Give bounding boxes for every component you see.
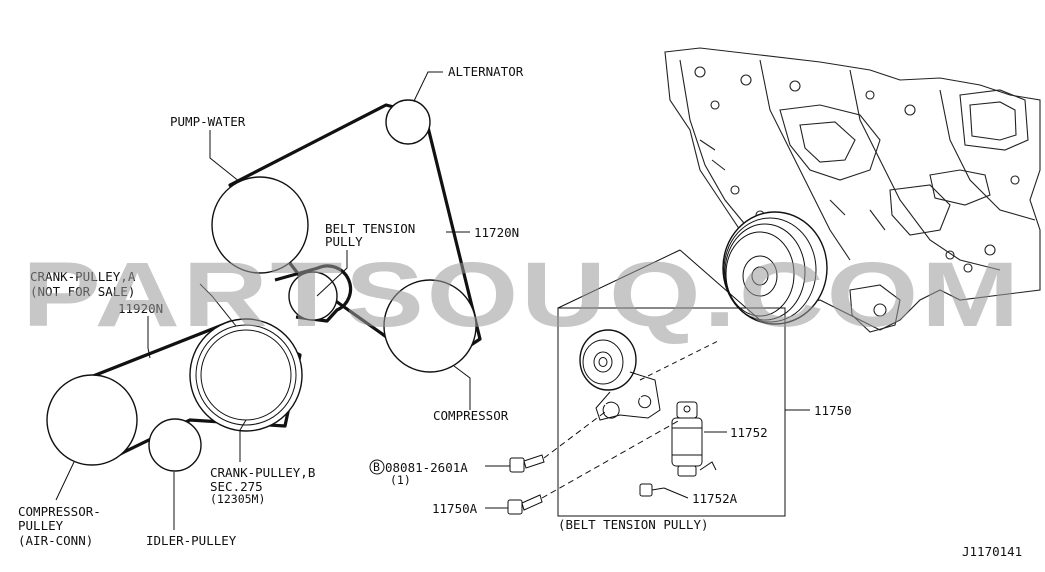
- bolt-11752a: [639, 483, 689, 499]
- label-11750: 11750: [814, 403, 852, 418]
- leader-lines: [55, 71, 471, 530]
- belt-tension-pulley: [288, 271, 338, 321]
- label-air-conn: (AIR-CONN): [18, 533, 93, 548]
- compressor-ac-pulley: [46, 374, 138, 466]
- label-11752: 11752: [730, 425, 768, 440]
- crank-pulley-assembly: [189, 318, 303, 432]
- label-compressor-pulley: COMPRESSOR-: [18, 504, 101, 519]
- engine-block-illustration: [664, 47, 1041, 333]
- label-11752a: 11752A: [692, 491, 738, 506]
- bolt-11750a: [485, 419, 681, 515]
- tension-assembly-frame: [557, 307, 786, 517]
- tensioner-damper-11752: [671, 401, 727, 477]
- pump-water-pulley: [211, 176, 309, 274]
- belt-tension-loop: [274, 264, 353, 323]
- bolt-marker-circle: [369, 459, 385, 475]
- label-belt-tension-pully: PULLY: [325, 234, 363, 249]
- idler-pulley: [148, 418, 202, 472]
- label-11720n: 11720N: [474, 225, 519, 240]
- tensioner-arm-pulley: [579, 329, 661, 421]
- label-pulley: PULLEY: [18, 518, 64, 533]
- belt-11720n: [228, 103, 482, 372]
- label-08081-2601a: 08081-2601A: [385, 460, 468, 475]
- label-compressor: COMPRESSOR: [433, 408, 509, 423]
- label-idler-pulley: IDLER-PULLEY: [146, 533, 237, 548]
- label-crank-pulley-b: CRANK-PULLEY,B: [210, 465, 315, 480]
- label-assembly-caption: (BELT TENSION PULLY): [558, 517, 709, 532]
- label-sec-275: SEC.275: [210, 479, 263, 494]
- label-crank-pulley-a: CRANK-PULLEY,A: [30, 269, 136, 284]
- label-11920n: 11920N: [118, 301, 163, 316]
- label-12305m: (12305M): [210, 492, 265, 506]
- label-bolt-qty: (1): [390, 473, 411, 487]
- engine-crank-pulley: [722, 211, 828, 325]
- label-alternator: ALTERNATOR: [448, 64, 524, 79]
- label-pump-water: PUMP-WATER: [170, 114, 246, 129]
- label-not-for-sale: (NOT FOR SALE): [30, 284, 135, 299]
- watermark-text: PARTSOUQ.COM: [22, 244, 1022, 346]
- label-11750a: 11750A: [432, 501, 478, 516]
- compressor-pulley-upper: [383, 279, 477, 373]
- label-belt-tension: BELT TENSION: [325, 221, 415, 236]
- label-diagram-id: J1170141: [962, 544, 1022, 559]
- alternator-pulley: [385, 99, 431, 145]
- bolt-08081-2601a: [485, 411, 606, 473]
- label-bolt-marker: B: [373, 460, 380, 474]
